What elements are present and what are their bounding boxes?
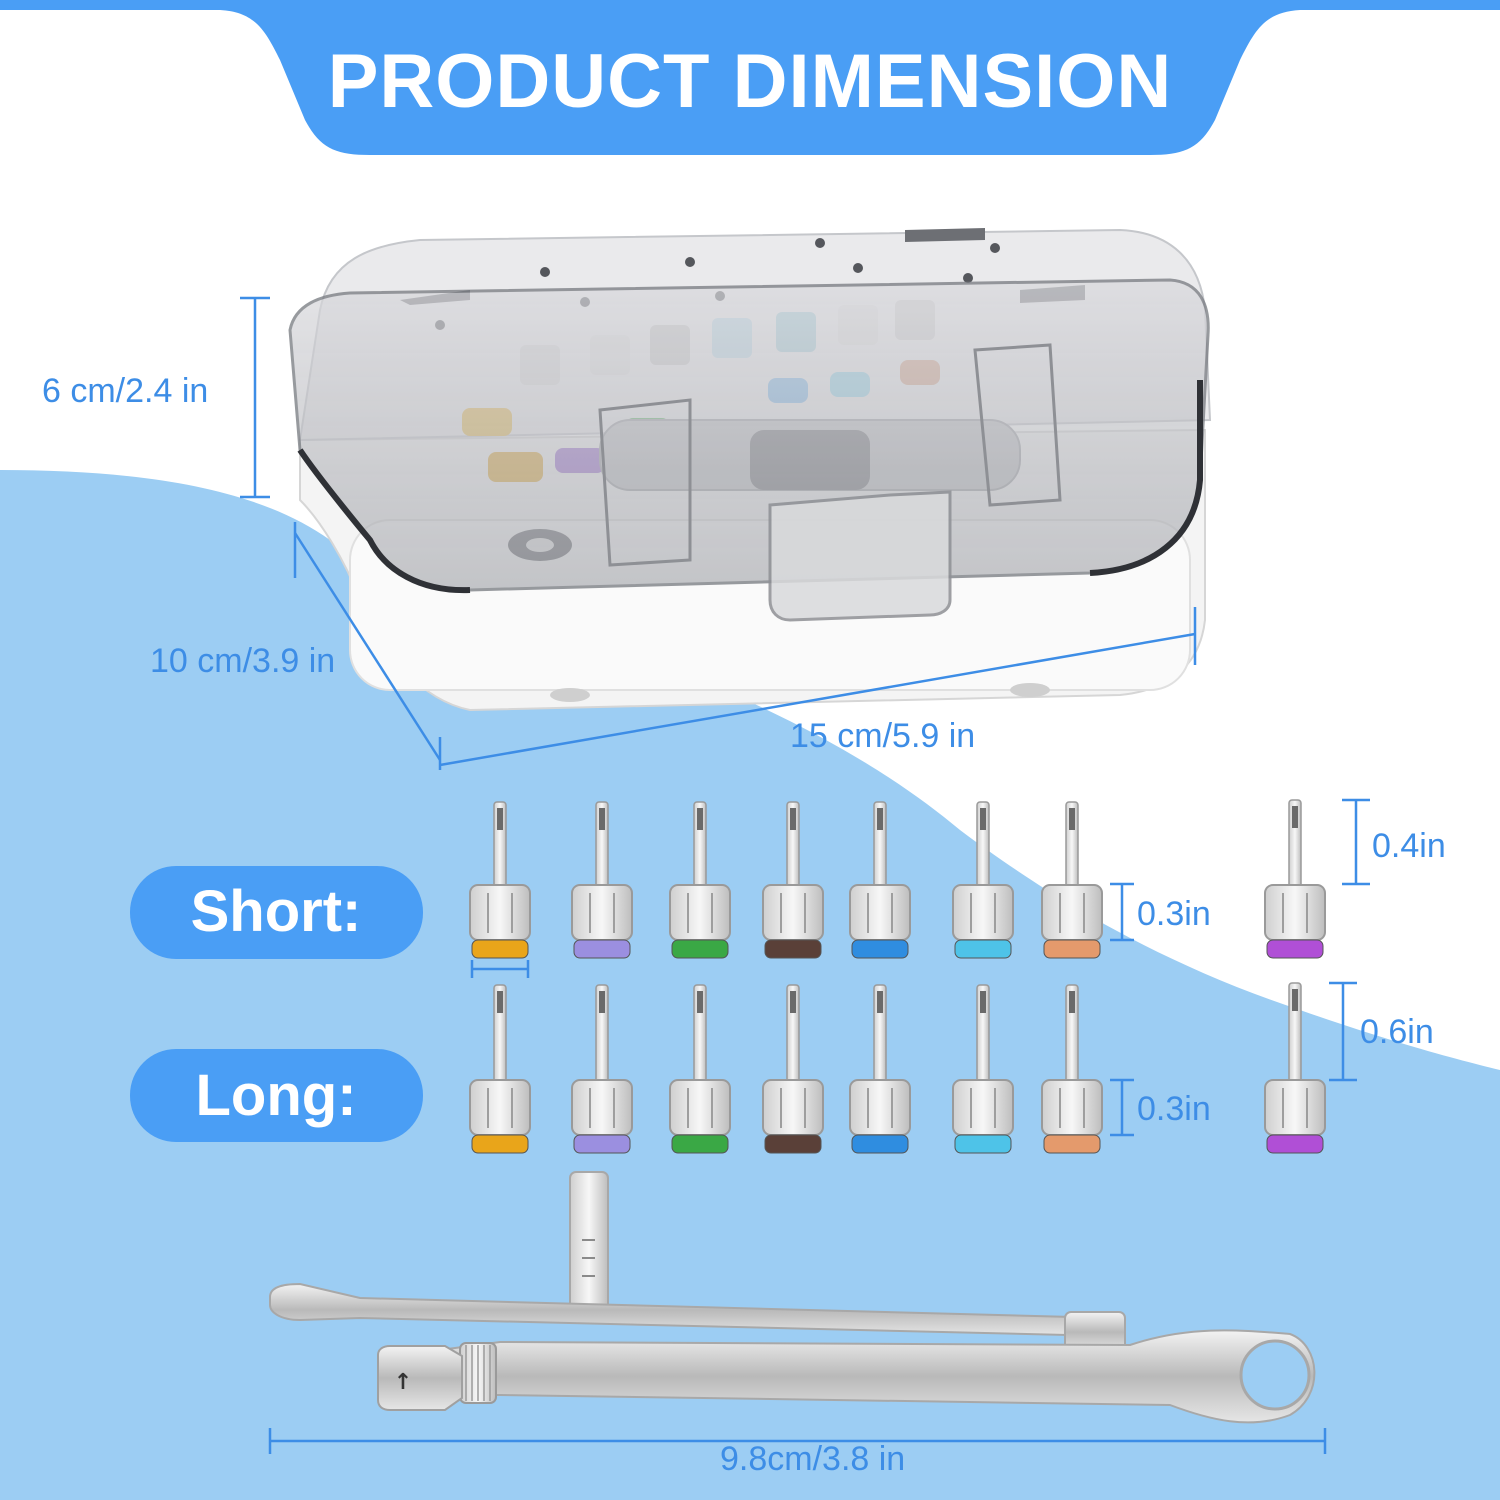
- short-label: Short:: [190, 879, 362, 944]
- page-title: PRODUCT DIMENSION: [327, 39, 1173, 124]
- short-driver-bit: [1041, 801, 1103, 959]
- short-driver-bit: [469, 801, 531, 959]
- short-head-height-line: [1110, 882, 1134, 942]
- long-tip-height-label: 0.6in: [1360, 1013, 1434, 1051]
- torque-wrench: ↑: [269, 1171, 1316, 1424]
- long-driver-bit: [952, 984, 1014, 1154]
- long-head-height-line: [1110, 1078, 1134, 1137]
- wrench-length-label: 9.8cm/3.8 in: [720, 1440, 906, 1478]
- long-label: Long:: [195, 1063, 357, 1128]
- long-driver-bit: [762, 984, 824, 1154]
- background-wave: [0, 470, 1500, 1500]
- short-tip-height-line: [1342, 798, 1370, 886]
- box-height-label: 6 cm/2.4 in: [42, 372, 209, 410]
- short-tip-height-label: 0.4in: [1372, 827, 1446, 865]
- wrench-length-line: [268, 1428, 1327, 1454]
- header-banner: [0, 0, 1500, 155]
- short-driver-bit: [669, 801, 731, 959]
- long-driver-bit: [669, 984, 731, 1154]
- long-driver-bit: [849, 984, 911, 1154]
- short-head-height-label: 0.3in: [1137, 895, 1211, 933]
- direction-arrow-icon: ↑: [394, 1370, 412, 1395]
- box-width-label: 15 cm/5.9 in: [790, 717, 976, 755]
- short-driver-bit: [762, 801, 824, 959]
- short-driver-bit: [849, 801, 911, 959]
- long-driver-row: [469, 982, 1326, 1154]
- short-label-pill: [130, 866, 423, 959]
- short-driver-bit: [1264, 799, 1326, 959]
- height-dimension-line: [240, 296, 270, 499]
- storage-box: [288, 228, 1212, 712]
- long-driver-bit: [1264, 982, 1326, 1154]
- long-driver-bit: [469, 984, 531, 1154]
- long-tip-height-line: [1329, 981, 1357, 1082]
- short-driver-bit: [952, 801, 1014, 959]
- short-head-width-line: [470, 960, 530, 978]
- short-driver-bit: [571, 801, 633, 959]
- long-driver-bit: [571, 984, 633, 1154]
- long-head-height-label: 0.3in: [1137, 1090, 1211, 1128]
- long-label-pill: [130, 1049, 423, 1142]
- width-dimension-line: [439, 607, 1197, 767]
- box-depth-label: 10 cm/3.9 in: [150, 642, 336, 680]
- long-driver-bit: [1041, 984, 1103, 1154]
- short-driver-row: [469, 799, 1326, 959]
